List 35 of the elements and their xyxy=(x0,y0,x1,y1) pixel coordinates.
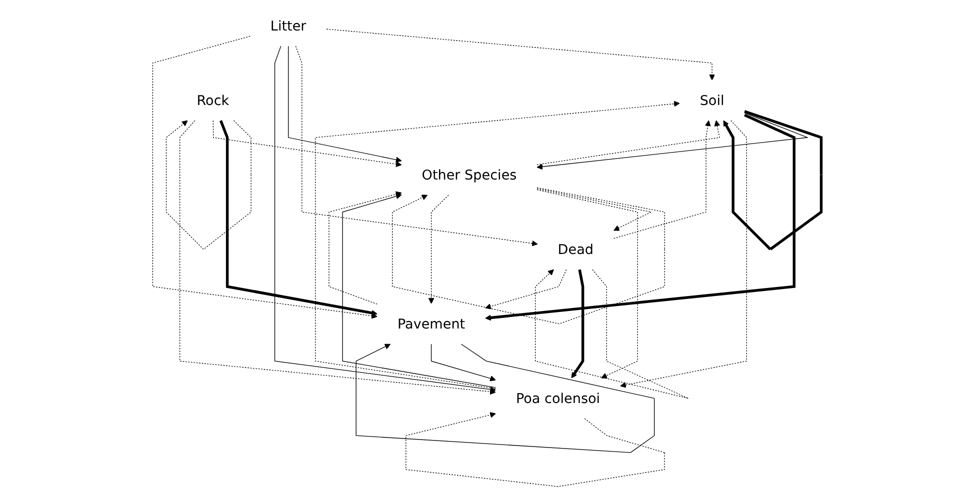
arrow xyxy=(428,194,449,304)
arrow xyxy=(536,112,808,170)
node-text: Dead xyxy=(558,241,594,258)
arrow xyxy=(315,100,680,390)
node-text: Litter xyxy=(270,18,306,34)
arrow xyxy=(326,28,716,80)
arrow xyxy=(536,120,720,166)
node-text: Rock xyxy=(196,92,230,108)
arrow xyxy=(212,120,402,168)
arrow xyxy=(328,191,402,304)
arrow xyxy=(535,269,689,399)
arrow xyxy=(179,120,496,395)
arrow xyxy=(342,193,496,388)
arrow xyxy=(152,36,378,319)
arrow xyxy=(723,110,823,250)
node-text: Soil xyxy=(700,92,724,108)
arrow xyxy=(613,120,711,239)
arrow xyxy=(571,269,584,378)
arrow xyxy=(536,189,638,378)
arrow xyxy=(295,46,538,246)
arrow xyxy=(166,120,252,250)
arrow xyxy=(430,344,496,382)
arrow xyxy=(485,269,567,310)
arrow xyxy=(356,344,655,453)
arrow xyxy=(620,120,747,388)
arrow xyxy=(392,187,665,324)
node-text: Pavement xyxy=(397,316,466,332)
arrow xyxy=(274,46,496,392)
arrow xyxy=(288,46,402,163)
arrow xyxy=(406,412,665,487)
arrow xyxy=(485,114,796,321)
arrow xyxy=(220,120,378,316)
node-text: Poa colensoi xyxy=(516,390,600,406)
node-text: Other Species xyxy=(422,166,517,183)
arrow xyxy=(536,188,652,231)
